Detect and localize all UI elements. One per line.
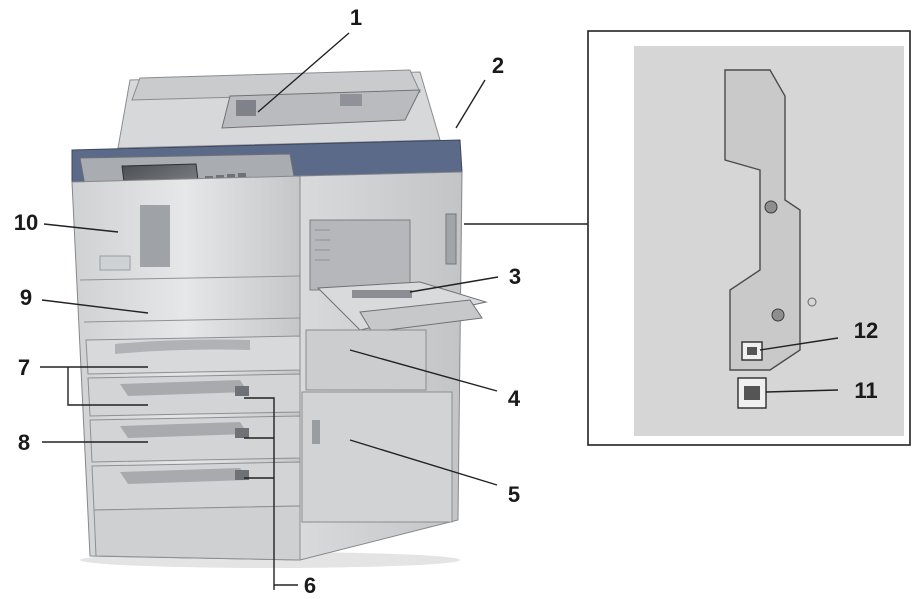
callout-10: 10 (14, 210, 38, 235)
front-cover-handle (140, 205, 170, 267)
panel-seam-2 (83, 317, 301, 323)
usb-port-inner (747, 347, 757, 355)
feeder-guide (236, 100, 256, 116)
side-vent (309, 219, 411, 291)
vent-slots (315, 229, 330, 261)
paper-drawer-1 (85, 335, 301, 375)
drawer-2-indicator (235, 386, 249, 396)
lower-side-handle (312, 420, 320, 444)
inset-screw-top (764, 200, 778, 214)
callout-12: 12 (854, 318, 878, 343)
callout-4: 4 (508, 386, 521, 411)
side-cover (305, 329, 427, 391)
paper-drawer-4 (91, 461, 301, 511)
callout-labels: 1 2 3 4 5 6 7 8 9 10 11 12 (14, 5, 878, 598)
lower-side-cover (301, 391, 453, 523)
drawer-4-indicator (235, 470, 249, 480)
inset-hole (807, 297, 817, 307)
callout-1: 1 (350, 5, 362, 30)
copier-machine (71, 69, 488, 568)
callout-2: 2 (492, 53, 504, 78)
callout-6: 6 (304, 573, 316, 598)
callout-5: 5 (508, 482, 520, 507)
base-cabinet (93, 505, 301, 561)
inset-screw-bottom (771, 308, 785, 322)
callout-9: 9 (20, 285, 32, 310)
callout-3: 3 (509, 264, 521, 289)
lan-port-inner (744, 386, 760, 400)
callout-11: 11 (854, 378, 877, 403)
paper-drawer-3 (89, 415, 301, 463)
bypass-guide (352, 290, 412, 298)
feeder-guide-2 (340, 94, 362, 106)
drawer-3-indicator (235, 428, 249, 438)
interface-inset (587, 30, 911, 446)
bypass-tray-extension (359, 299, 483, 333)
callout-8: 8 (18, 430, 30, 455)
side-connector-slot (445, 213, 457, 265)
callout-7: 7 (18, 355, 30, 380)
leader-lines (40, 32, 839, 590)
inset-bracket (724, 69, 801, 371)
front-label (99, 255, 131, 271)
paper-drawer-2 (87, 373, 301, 417)
panel-seam-1 (79, 275, 301, 281)
